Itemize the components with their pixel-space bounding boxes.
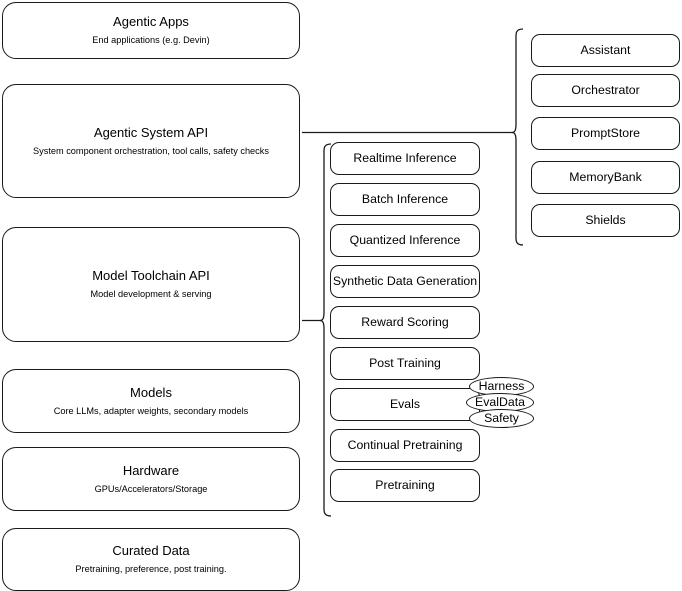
layer-card-agentic-apps[interactable]: Agentic Apps End applications (e.g. Devi… — [2, 2, 300, 59]
layer-card-curated-data[interactable]: Curated Data Pretraining, preference, po… — [2, 528, 300, 591]
capability-box-quantized-inference[interactable]: Quantized Inference — [330, 224, 480, 257]
capability-box-evals[interactable]: Evals — [330, 388, 480, 421]
capability-box-continual-pretraining[interactable]: Continual Pretraining — [330, 429, 480, 462]
capability-box-pretraining[interactable]: Pretraining — [330, 469, 480, 502]
layer-title: Agentic System API — [93, 124, 209, 140]
capability-box-reward-scoring[interactable]: Reward Scoring — [330, 306, 480, 339]
system-component-box-promptstore[interactable]: PromptStore — [531, 117, 680, 150]
layer-card-hardware[interactable]: Hardware GPUs/Accelerators/Storage — [2, 447, 300, 511]
layer-title: Agentic Apps — [113, 14, 189, 30]
layer-subtitle: End applications (e.g. Devin) — [92, 35, 210, 46]
layer-subtitle: GPUs/Accelerators/Storage — [94, 483, 208, 494]
layer-title: Hardware — [122, 462, 180, 478]
layer-title: Models — [130, 384, 172, 400]
layer-subtitle: Core LLMs, adapter weights, secondary mo… — [53, 405, 249, 416]
system-component-box-memorybank[interactable]: MemoryBank — [531, 161, 680, 194]
layer-title: Model Toolchain API — [92, 268, 210, 284]
capability-box-synthetic-data-generation[interactable]: Synthetic Data Generation — [330, 265, 480, 298]
evals-tag-safety[interactable]: Safety — [469, 409, 534, 428]
layer-title: Curated Data — [112, 543, 190, 559]
layer-card-model-toolchain-api[interactable]: Model Toolchain API Model development & … — [2, 227, 300, 342]
layer-card-models[interactable]: Models Core LLMs, adapter weights, secon… — [2, 369, 300, 433]
system-component-box-assistant[interactable]: Assistant — [531, 34, 680, 67]
capability-box-realtime-inference[interactable]: Realtime Inference — [330, 142, 480, 175]
capability-box-post-training[interactable]: Post Training — [330, 347, 480, 380]
system-component-box-shields[interactable]: Shields — [531, 204, 680, 237]
brace-system-components — [511, 28, 524, 246]
layer-subtitle: Pretraining, preference, post training. — [75, 564, 227, 575]
layer-subtitle: Model development & serving — [90, 289, 212, 300]
layer-card-agentic-system-api[interactable]: Agentic System API System component orch… — [2, 84, 300, 198]
system-component-box-orchestrator[interactable]: Orchestrator — [531, 74, 680, 107]
capability-box-batch-inference[interactable]: Batch Inference — [330, 183, 480, 216]
layer-subtitle: System component orchestration, tool cal… — [33, 145, 269, 156]
